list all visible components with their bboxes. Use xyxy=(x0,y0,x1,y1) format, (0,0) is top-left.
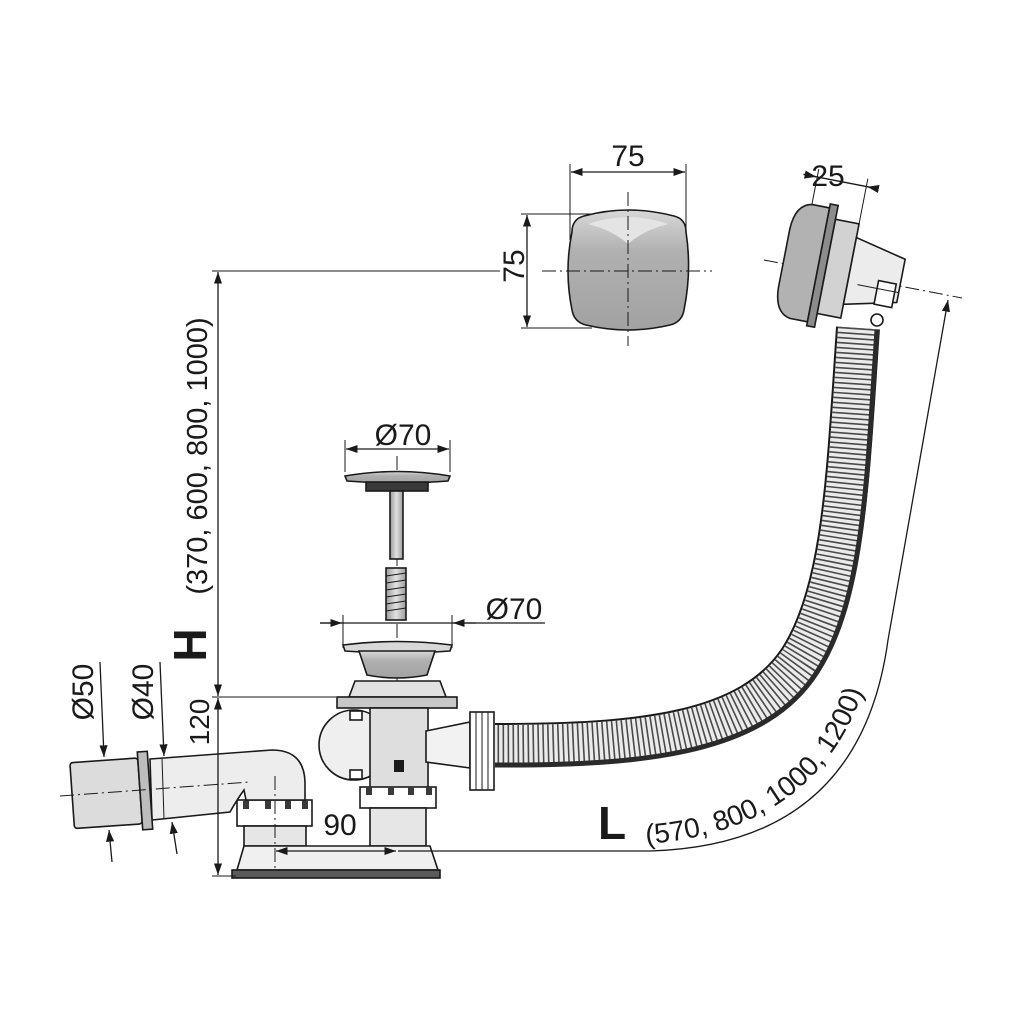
cap-height-label: 75 xyxy=(498,249,531,282)
length-dim-curve xyxy=(398,299,950,852)
outlet-adapter-flange xyxy=(136,750,154,831)
cap-depth-arrow-left xyxy=(803,170,817,179)
outlet-offset-label: 90 xyxy=(323,809,356,842)
cap-width-label: 75 xyxy=(611,140,644,173)
outlet-40-dim-bottom xyxy=(169,821,178,855)
body-trap-nut-bottom xyxy=(349,769,363,780)
outlet-centerline xyxy=(59,781,251,797)
body-base-housing xyxy=(235,845,440,871)
height-values-label: (370, 600, 800, 1000) xyxy=(182,317,214,594)
outlet-50-dim-top xyxy=(99,661,108,758)
overflow-side-view xyxy=(776,169,907,329)
outlet-elbow xyxy=(149,749,306,821)
body-cone xyxy=(347,680,448,698)
cap-depth-arrow-right xyxy=(867,184,880,193)
plug-skirt xyxy=(365,481,429,492)
cap-depth-ext-left xyxy=(811,169,820,207)
outlet-adapter-sleeve xyxy=(69,757,143,830)
outlet-inner-diameter-label: Ø40 xyxy=(127,664,160,721)
drain-body xyxy=(231,680,495,879)
outlet-40-dim-top xyxy=(159,661,168,757)
hose-clip xyxy=(870,313,884,327)
outlet-outer-diameter-label: Ø50 xyxy=(67,664,100,721)
body-column xyxy=(369,707,429,789)
height-dimensions: (370, 600, 800, 1000) H 120 xyxy=(164,272,336,877)
strainer-diameter-label: Ø70 xyxy=(486,593,543,626)
body-flange xyxy=(336,696,458,709)
hose-fitting xyxy=(425,721,471,769)
body-neck xyxy=(369,807,427,847)
overflow-side-cap xyxy=(776,203,831,323)
plug-stem xyxy=(389,490,404,560)
strainer-bowl xyxy=(357,650,437,679)
trap-height-label: 120 xyxy=(184,699,215,746)
length-symbol: L xyxy=(598,797,626,849)
body-cable-block xyxy=(394,760,404,772)
hose-cable xyxy=(494,329,880,768)
overflow-side-bolt xyxy=(857,284,899,294)
corrugated-hose xyxy=(494,313,884,768)
body-trap-nut-top xyxy=(349,710,363,721)
drain-plug: Ø70 xyxy=(343,419,452,621)
outlet-adapter xyxy=(69,750,154,831)
outlet-50-dim-bottom xyxy=(106,829,115,863)
body-base-plate xyxy=(231,869,441,879)
overflow-cap-front-view: 75 75 xyxy=(498,140,712,346)
hose-nut-ridges xyxy=(475,712,489,790)
height-symbol: H xyxy=(164,628,216,661)
overflow-side-bracket xyxy=(873,279,898,309)
plug-diameter-label: Ø70 xyxy=(375,419,432,452)
cap-depth-label: 25 xyxy=(811,160,844,193)
hose-corrugations xyxy=(494,326,878,765)
outlet-pipe: Ø50 Ø40 xyxy=(59,661,306,872)
plug-screw-threads xyxy=(385,572,407,612)
overflow-cap-highlight xyxy=(588,217,668,244)
strainer: Ø70 xyxy=(320,593,545,679)
